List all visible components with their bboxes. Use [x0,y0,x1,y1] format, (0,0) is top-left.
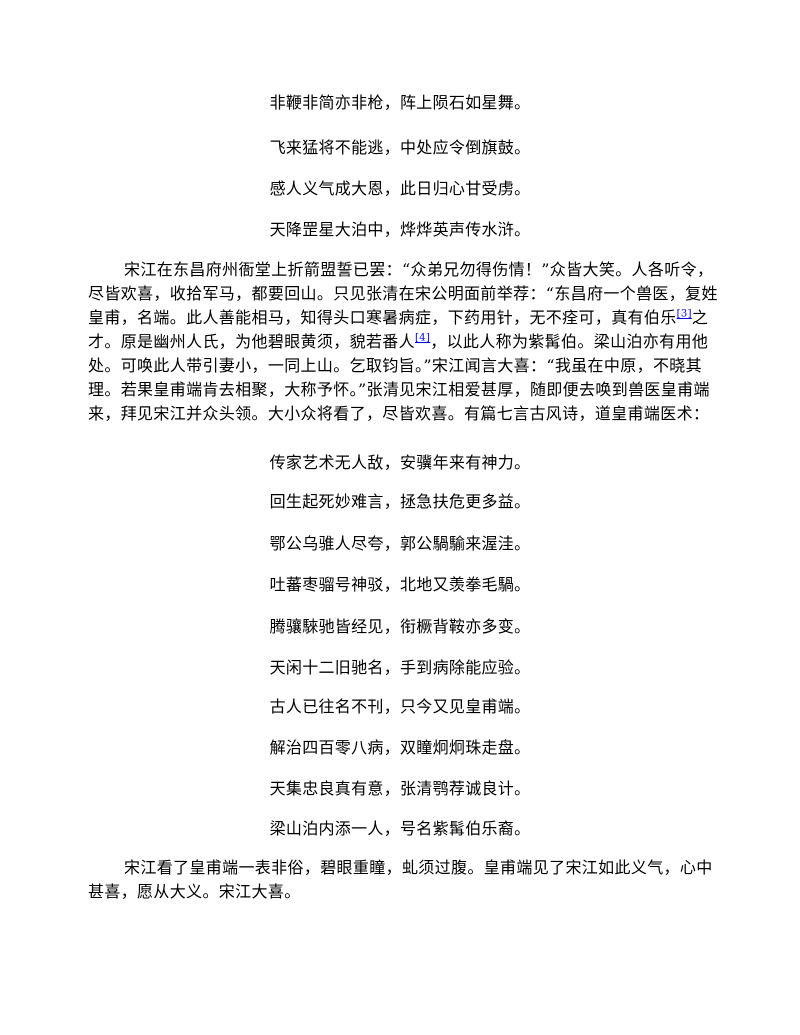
footnote-ref-3[interactable]: [3] [677,309,692,320]
verse-line: 飞来猛将不能逃，中处应令倒旗鼓。 [269,138,531,157]
footnote-link-3[interactable]: [3] [676,308,692,320]
verse-line: 吐蕃枣骝号神驳，北地又羡拳毛騧。 [269,575,531,594]
verse-line: 古人已往名不刊，只今又见皇甫端。 [269,697,531,716]
paragraph-text: 之才。原是幽州人氏，为他碧眼黄须，貌若番人 [88,308,709,351]
paragraph-text: ，以此人称为紫髯伯。梁山泊亦有用他处。可唤此人带引妻小，一同上山。乞取钧旨。”宋… [88,332,710,423]
verse-line: 天闲十二旧驰名，手到病除能应验。 [269,658,531,677]
footnote-link-4[interactable]: [4] [415,332,431,344]
verse-line: 梁山泊内添一人，号名紫髯伯乐裔。 [269,819,531,838]
verse-line: 解治四百零八病，双瞳炯炯珠走盘。 [269,738,531,757]
verse-line: 腾骧騋驰皆经见，衔橛背鞍亦多变。 [269,617,531,636]
verse-line: 回生起死妙难言，拯急扶危更多益。 [269,492,531,511]
paragraph-closing: 宋江看了皇甫端一表非俗，碧眼重瞳，虬须过腹。皇甫端见了宋江如此义气，心中甚喜，愿… [88,858,713,901]
paragraph-text: 宋江在东昌府州衙堂上折箭盟誓已罢：“众弟兄勿得伤情！”众皆大笑。人各听令，尽皆欢… [88,260,718,327]
verse-line: 传家艺术无人敌，安骥年来有神力。 [269,453,531,472]
paragraph-song-jiang-oath: 宋江在东昌府州衙堂上折箭盟誓已罢：“众弟兄勿得伤情！”众皆大笑。人各听令，尽皆欢… [88,258,718,426]
verse-line: 天降罡星大泊中，烨烨英声传水浒。 [269,220,531,239]
verse-line: 感人义气成大恩，此日归心甘受虏。 [269,179,531,198]
verse-line: 天集忠良真有意，张清鹗荐诚良计。 [269,779,531,798]
verse-line: 鄂公乌骓人尽夸，郭公騧騟来渥洼。 [269,534,531,553]
footnote-ref-4[interactable]: [4] [415,333,430,344]
verse-line: 非鞭非简亦非枪，阵上陨石如星舞。 [269,93,531,112]
